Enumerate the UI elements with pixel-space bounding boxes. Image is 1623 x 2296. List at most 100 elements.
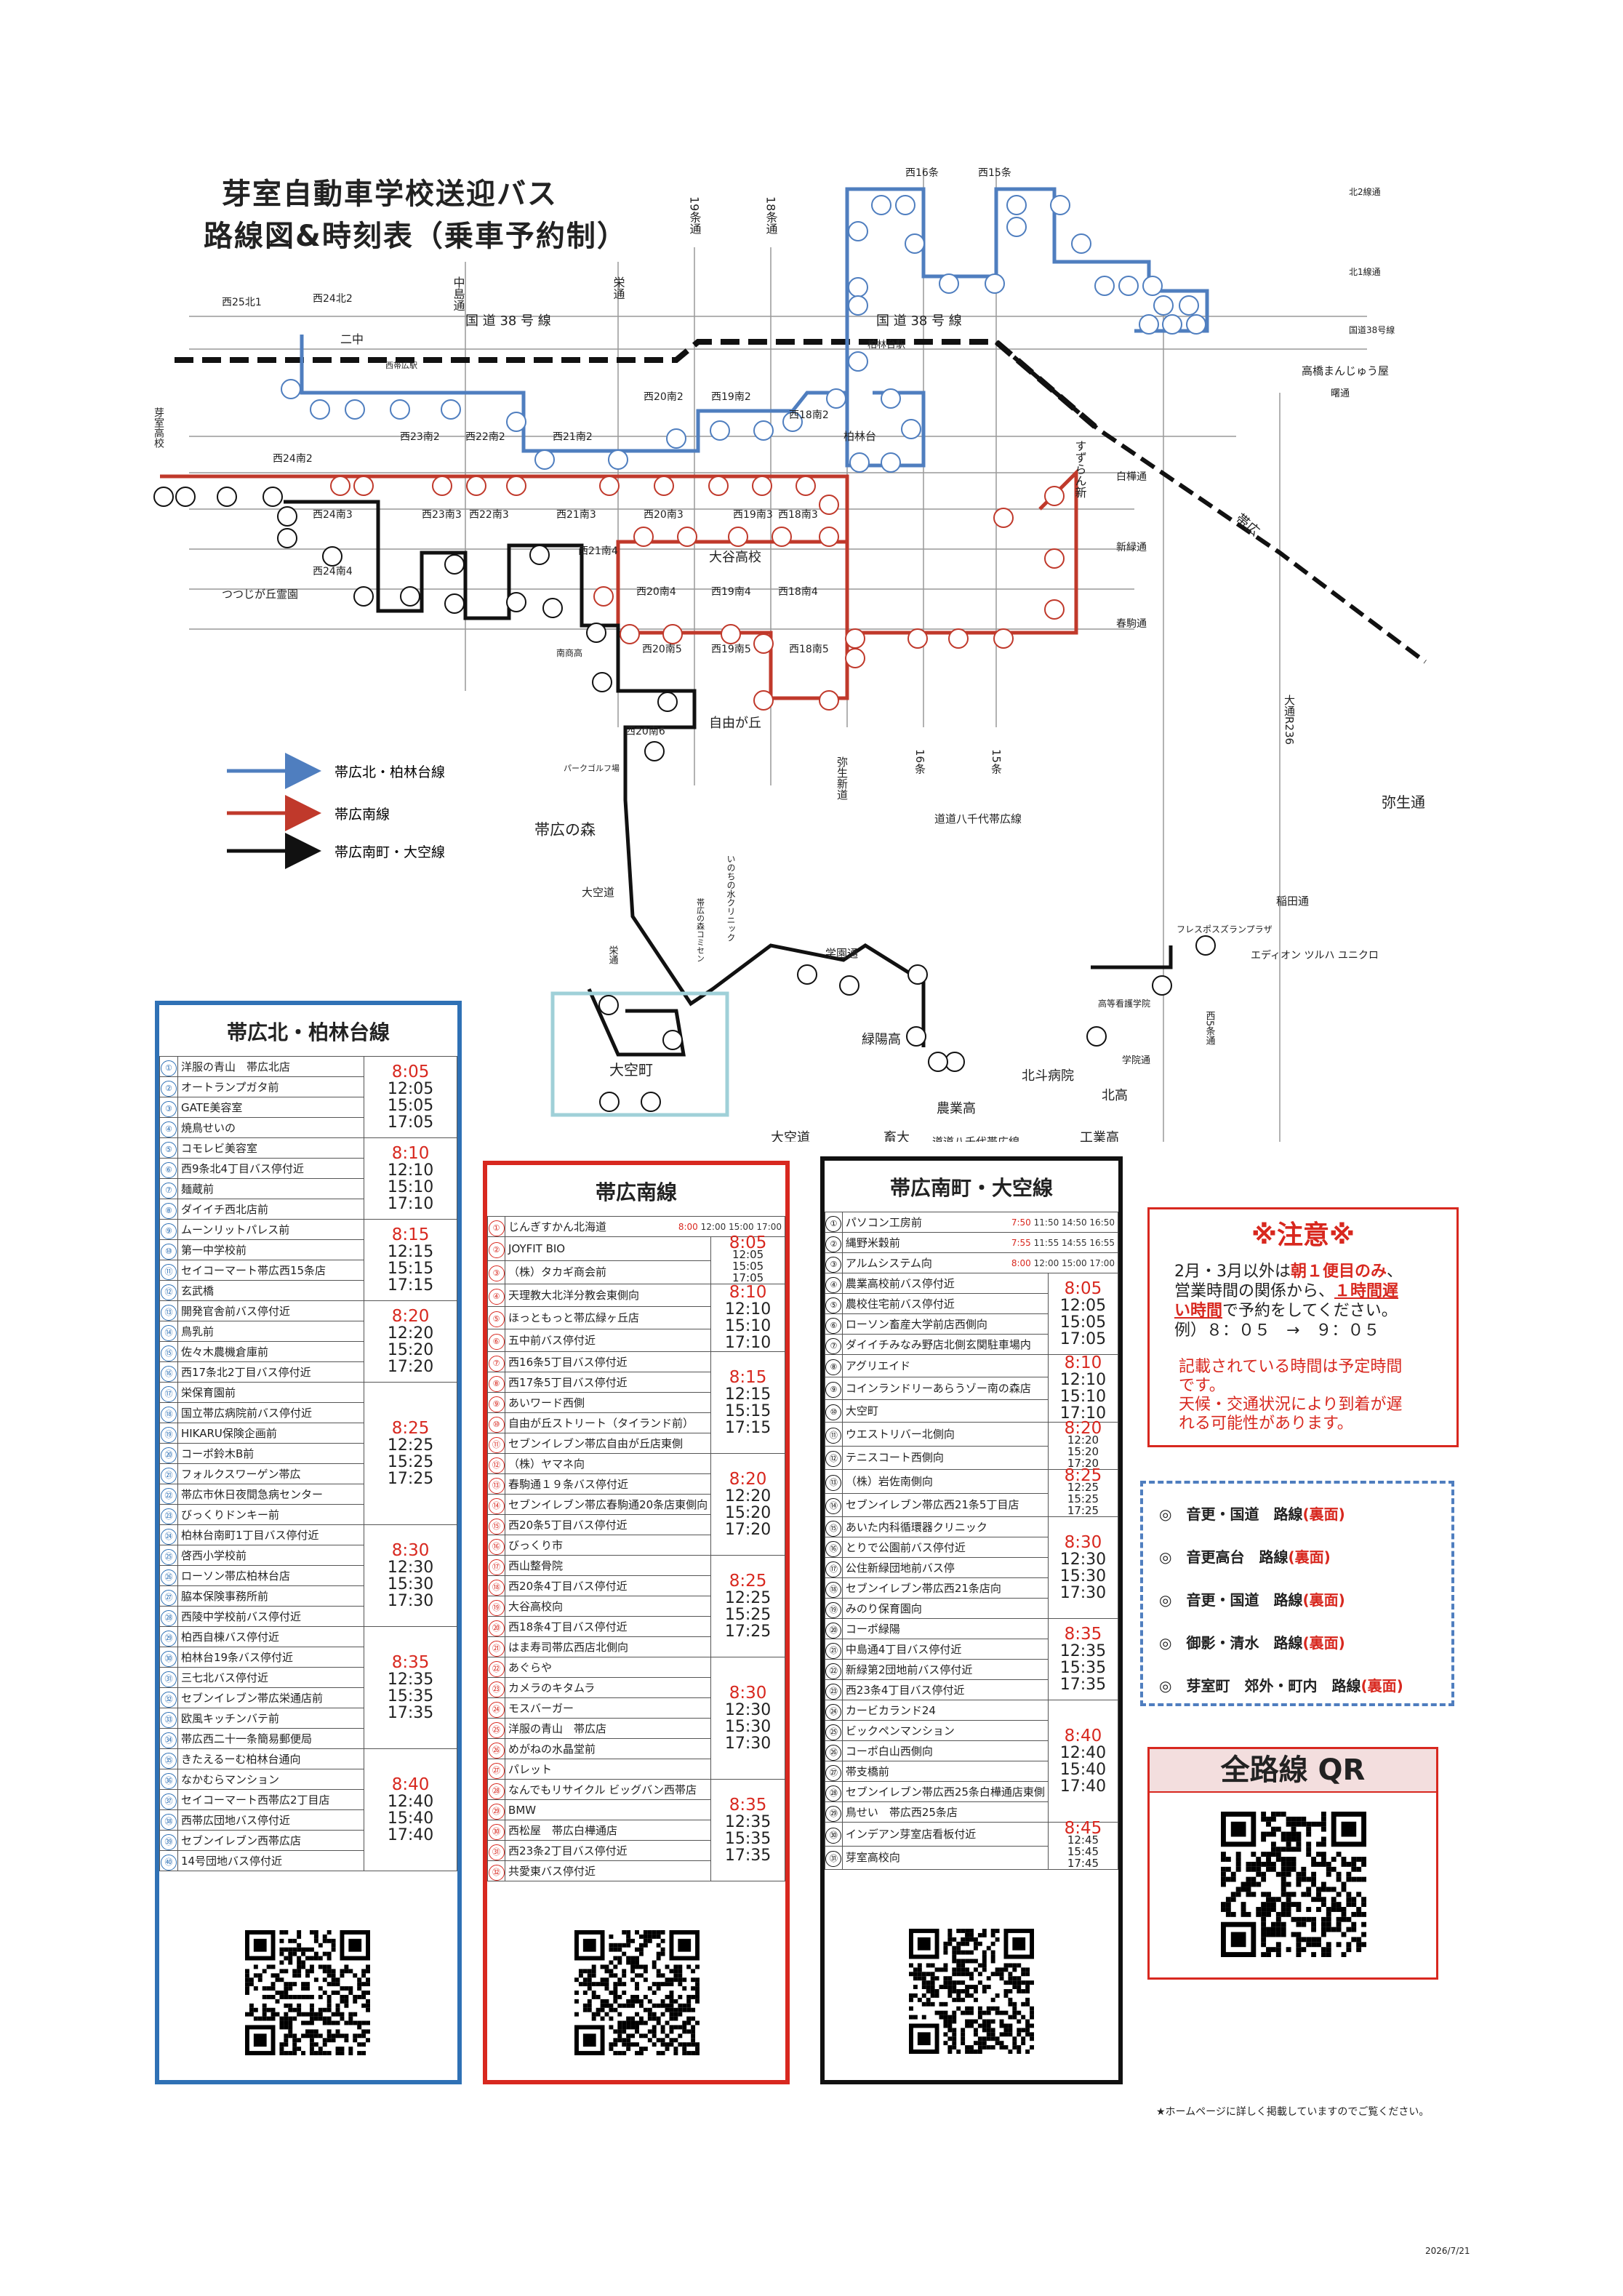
stop-number: ㉓ [159,1504,178,1525]
map-label-west19s5: 西19南5 [711,644,751,655]
stop-name: セブンイレブン帯広西21条5丁目店 [841,1492,1049,1517]
stop-number: ㉟ [159,1748,178,1769]
map-label-west23s2: 西23南2 [400,431,440,443]
time-value: 17:20 [1067,1457,1099,1470]
stop-number: ㉓ [825,1679,843,1700]
map-label-ozora-cho: 大空町 [609,1061,653,1079]
stop-number: ㊴ [159,1830,178,1851]
map-label-hakurindai: 柏林台 [843,430,876,443]
map-label-plaza: フレスポスズランプラザ [1177,924,1273,935]
stop-number: ㉗ [825,1761,843,1782]
stop-name: 西9条北4丁目バス停付近 [177,1158,365,1179]
stop-number: ㉔ [486,1697,506,1719]
panel-north-title: 帯広北・柏林台線 [226,1020,390,1044]
stop-name: コーポ緑陽 [841,1618,1049,1639]
stop-name: コーポ白山西側向 [841,1740,1049,1761]
time-value: 17:10 [724,1334,772,1352]
stop-number: ② [486,1236,506,1261]
bullet-icon: ◎ [1159,1634,1187,1652]
qr-code-all-icon[interactable] [1221,1812,1366,1957]
railway [175,339,1427,664]
time-value: 12:35 [387,1670,434,1689]
stop-name: （株）ヤマネ向 [505,1453,712,1474]
stop-name: めがねの水晶堂前 [505,1738,712,1759]
time-first: 8:35 [1064,1624,1102,1644]
map-label-west20s6: 西20南6 [625,726,665,737]
stop-name: 柏林台南町1丁目バス停付近 [177,1524,365,1545]
stop-name: セブンイレブン帯広自由が丘店東側 [505,1433,712,1454]
other-route-item[interactable]: ◎ 音更高台 路線(裏面) [1159,1545,1451,1567]
stop-number: ㉞ [159,1728,178,1749]
stop-number: ⑥ [825,1313,843,1335]
stop-name: テニスコート西側向 [841,1445,1049,1470]
stop-number: ⑪ [825,1422,843,1447]
map-label-gakuen: 学園通 [825,947,858,960]
stop-number: ⑱ [825,1577,843,1599]
map-label-kokudo38-left: 国 道 38 号 線 [465,313,551,329]
stop-name: コモレビ美容室 [177,1137,365,1159]
time-value: 15:30 [724,1717,772,1736]
legend-north-label: 帯広北・柏林台線 [334,764,445,780]
stop-number: ④ [825,1273,843,1294]
time-value: 17:40 [387,1825,434,1844]
stop-name: 国立帯広病院前バス停付近 [177,1402,365,1423]
other-route-item[interactable]: ◎ 芽室町 郊外・町内 路線(裏面) [1159,1674,1451,1695]
stop-number: ㊲ [159,1789,178,1810]
qr-code-north-icon[interactable] [245,1930,370,2055]
other-route-item[interactable]: ◎ 音更・国道 路線(裏面) [1159,1588,1451,1609]
all-routes-qr-title: 全路線 QR [1150,1749,1436,1793]
time-value: 12:20 [724,1487,772,1505]
qr-code-south-icon[interactable] [574,1930,700,2055]
stop-name: 帯広西二十一条簡易郵便局 [177,1728,365,1749]
map-label-kougyou: 工業高 [1080,1130,1119,1142]
map-label-jo18: 18条通 [764,196,778,234]
stop-name: 脇本保険事務所前 [177,1585,365,1607]
map-label-west19s3: 西19南3 [733,509,773,521]
time-value: 17:35 [724,1846,772,1865]
time-first: 8:15 [729,1367,767,1387]
map-label-west19s2: 西19南2 [711,391,751,403]
stop-name: 洋服の青山 帯広北店 [177,1056,365,1077]
route-name: 音更・国道 路線 [1186,1591,1303,1609]
map-label-ryokuyo: 緑陽高 [862,1032,901,1047]
time-first: 8:05 [1064,1279,1102,1298]
stop-number: ⑬ [486,1473,506,1495]
stop-number: ⑫ [825,1445,843,1470]
map-label-park-golf: パークゴルフ場 [564,763,620,773]
other-route-item[interactable]: ◎ 御影・清水 路線(裏面) [1159,1631,1451,1652]
stop-name: 帯広市休日夜間急病センター [177,1484,365,1505]
stop-name: 西松屋 帯広白樺通店 [505,1820,712,1841]
stop-name: 柏林台19条バス停付近 [177,1647,365,1668]
stop-name: ローソン畜産大学前店西側向 [841,1313,1049,1335]
stop-name: あいワード西側 [505,1392,712,1413]
other-route-item[interactable]: ◎ 音更・国道 路線(裏面) [1159,1503,1451,1524]
time-value: 12:20 [387,1324,434,1343]
qr-code-southtown-icon[interactable] [909,1929,1034,2054]
stop-number: ㉒ [486,1657,506,1678]
map-label-west20s3: 西20南3 [644,509,684,521]
map-label-west24n2: 西24北2 [313,293,353,305]
stop-name: 西18条4丁目バス停付近 [505,1616,712,1637]
time-value: 17:05 [387,1113,434,1132]
map-label-obihiro: 帯広 [1233,511,1262,540]
time-value: 17:15 [387,1276,434,1295]
stop-number: ⑧ [159,1199,178,1220]
time-value: 12:20 [1067,1433,1099,1447]
stop-name: はま寿司帯広西店北側向 [505,1636,712,1657]
